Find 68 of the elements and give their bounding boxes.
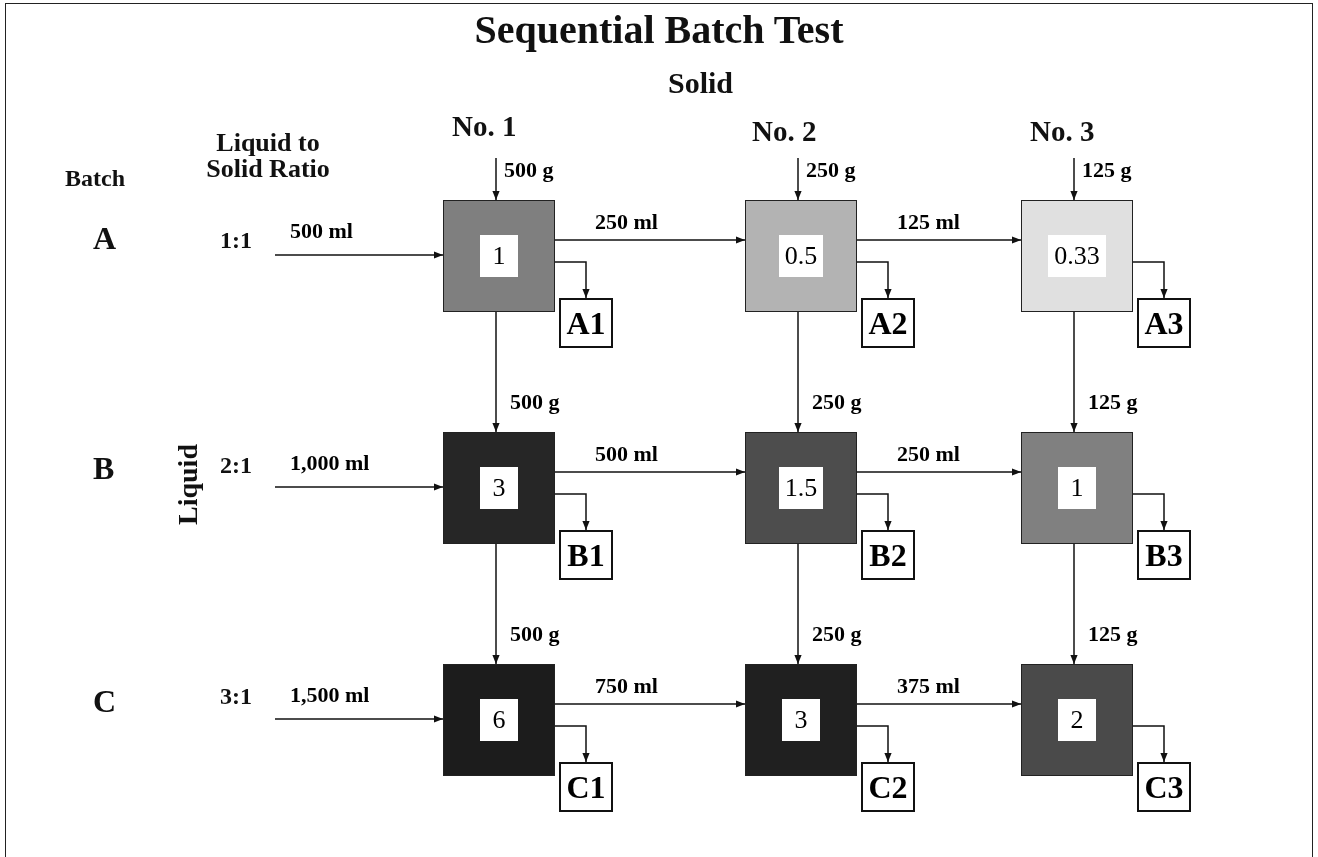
axis-title: Liquid to Solid Ratio bbox=[205, 130, 331, 182]
arrow bbox=[554, 725, 590, 763]
arrow bbox=[554, 700, 746, 708]
axis-title: Solid bbox=[668, 66, 734, 100]
row-label: B bbox=[93, 450, 115, 487]
column-header: No. 2 bbox=[752, 115, 817, 148]
arrow bbox=[492, 311, 500, 433]
arrow bbox=[492, 543, 500, 665]
arrow bbox=[856, 236, 1022, 244]
ratio-label: 1:1 bbox=[220, 227, 252, 254]
batch-box bbox=[745, 432, 857, 544]
batch-box bbox=[443, 200, 555, 312]
ratio-value: 0.33 bbox=[1048, 235, 1106, 277]
batch-box bbox=[1021, 664, 1133, 776]
arrow bbox=[274, 483, 444, 491]
arrow bbox=[794, 543, 802, 665]
sample-label: A2 bbox=[861, 298, 915, 348]
arrow bbox=[1070, 157, 1078, 201]
ratio-value: 6 bbox=[480, 699, 518, 741]
ratio-value: 1 bbox=[1058, 467, 1096, 509]
arrow bbox=[274, 715, 444, 723]
row-label: A bbox=[93, 220, 117, 257]
arrow bbox=[856, 261, 892, 299]
ratio-value: 2 bbox=[1058, 699, 1096, 741]
arrow bbox=[856, 493, 892, 531]
column-header: Batch bbox=[65, 165, 125, 192]
batch-box bbox=[745, 200, 857, 312]
batch-box bbox=[745, 664, 857, 776]
arrow bbox=[1070, 543, 1078, 665]
row-label: C bbox=[93, 683, 117, 720]
sample-label: A1 bbox=[559, 298, 613, 348]
arrow bbox=[794, 311, 802, 433]
ratio-value: 0.5 bbox=[778, 235, 824, 277]
ratio-value: 3 bbox=[480, 467, 518, 509]
arrow bbox=[274, 251, 444, 259]
arrow bbox=[856, 700, 1022, 708]
batch-box bbox=[443, 664, 555, 776]
ratio-value: 1.5 bbox=[778, 467, 824, 509]
arrow bbox=[554, 261, 590, 299]
sample-label: A3 bbox=[1137, 298, 1191, 348]
arrow bbox=[794, 157, 802, 201]
sample-label: C3 bbox=[1137, 762, 1191, 812]
arrow bbox=[492, 157, 500, 201]
arrow bbox=[1070, 311, 1078, 433]
arrow bbox=[554, 236, 746, 244]
sample-label: B3 bbox=[1137, 530, 1191, 580]
title: Sequential Batch Test bbox=[473, 6, 845, 53]
sample-label: C1 bbox=[559, 762, 613, 812]
ratio-value: 3 bbox=[782, 699, 820, 741]
axis-title: Liquid bbox=[172, 444, 204, 525]
ratio-label: 2:1 bbox=[220, 452, 252, 479]
batch-box bbox=[443, 432, 555, 544]
arrow bbox=[554, 468, 746, 476]
arrow bbox=[1132, 725, 1168, 763]
sample-label: C2 bbox=[861, 762, 915, 812]
sample-label: B2 bbox=[861, 530, 915, 580]
ratio-label: 3:1 bbox=[220, 683, 252, 710]
batch-box bbox=[1021, 200, 1133, 312]
sample-label: B1 bbox=[559, 530, 613, 580]
arrow bbox=[554, 493, 590, 531]
column-header: No. 3 bbox=[1030, 115, 1095, 148]
arrow bbox=[856, 468, 1022, 476]
arrow bbox=[856, 725, 892, 763]
arrow bbox=[1132, 261, 1168, 299]
batch-box bbox=[1021, 432, 1133, 544]
column-header: No. 1 bbox=[452, 110, 517, 143]
ratio-value: 1 bbox=[480, 235, 518, 277]
arrow bbox=[1132, 493, 1168, 531]
